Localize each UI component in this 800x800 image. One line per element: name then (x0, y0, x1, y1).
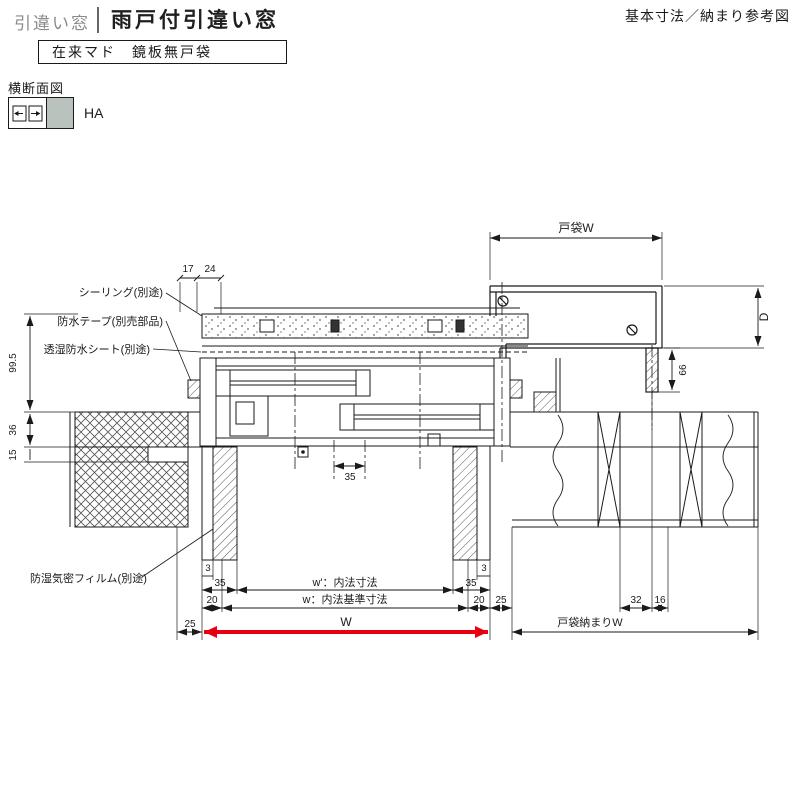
callout-moisture-film: 防湿気密フィルム(別途) (30, 571, 147, 585)
dim-17: 17 (182, 264, 194, 275)
callouts (141, 292, 214, 578)
inner-sash (339, 403, 495, 431)
dimension-labels: 戸袋W D 66 17 24 99.5 36 15 35 3 3 35 w'：内… (8, 221, 771, 630)
title-separator (97, 7, 99, 33)
dim-15: 15 (8, 449, 19, 461)
callout-sealing: シーリング(別途) (79, 285, 163, 299)
dim-left-20: 20 (206, 595, 218, 606)
dim-shutter-fit-width: 戸袋納まりW (557, 615, 623, 629)
legend-code: HA (84, 105, 104, 121)
page-title: 雨戸付引違い窓 (111, 9, 279, 32)
lock-keeper (427, 433, 441, 447)
variant-box: 在来マド 鏡板無戸袋 (38, 40, 287, 64)
dim-right-35: 35 (465, 578, 477, 589)
exterior-band (201, 307, 529, 353)
dim-mid-35: 35 (344, 472, 356, 483)
dim-left-3: 3 (205, 563, 210, 574)
dim-inner-width-label: w'：内法寸法 (311, 575, 377, 589)
dim-99-5: 99.5 (8, 353, 19, 373)
dim-offset-25: 25 (184, 619, 196, 630)
insulation-icon (722, 414, 734, 527)
wall-stud (679, 411, 703, 528)
dim-36: 36 (8, 424, 19, 436)
sliding-window-icon (9, 98, 47, 128)
dim-shutter-depth: D (757, 312, 771, 321)
insulation-icon (552, 414, 564, 527)
dim-16: 16 (654, 595, 666, 606)
interior-board (147, 446, 189, 463)
legend-gray-cell (47, 98, 73, 128)
waterproof-tape-left (187, 379, 201, 399)
callout-labels: シーリング(別途) 防水テープ(別売部品) 透湿防水シート(別途) 防湿気密フィ… (30, 285, 163, 585)
dim-right-3: 3 (481, 563, 486, 574)
dim-24: 24 (204, 264, 216, 275)
dimensions (26, 234, 762, 638)
sash-lock (229, 395, 269, 437)
extension-lines (24, 232, 764, 640)
reference-label: 基本寸法／納まり参考図 (625, 8, 790, 24)
dim-base-width-label: w：内法基準寸法 (302, 592, 388, 606)
outer-sash (215, 369, 371, 397)
dim-right-20: 20 (473, 595, 485, 606)
dim-overall-W: W (340, 615, 352, 629)
legend-swatch (8, 97, 74, 129)
screw-icon (497, 295, 509, 307)
window-frame (187, 357, 523, 458)
dim-right-25: 25 (495, 595, 507, 606)
dim-66: 66 (678, 364, 689, 376)
wall-left (69, 411, 213, 528)
category-label: 引違い窓 (14, 14, 90, 33)
shutter-box (489, 285, 663, 393)
callout-breathable-sheet: 透湿防水シート(別途) (44, 342, 150, 356)
waterproof-tape-right (509, 379, 523, 399)
jamb-posts (201, 446, 491, 561)
dim-32: 32 (630, 595, 642, 606)
legend: HA (8, 97, 103, 129)
dim-shutter-width: 戸袋W (558, 221, 594, 235)
dim-left-35: 35 (214, 578, 226, 589)
screw-icon (626, 324, 638, 336)
callout-waterproof-tape: 防水テープ(別売部品) (57, 314, 163, 328)
wall-right (510, 358, 759, 528)
wall-stud (597, 411, 621, 528)
